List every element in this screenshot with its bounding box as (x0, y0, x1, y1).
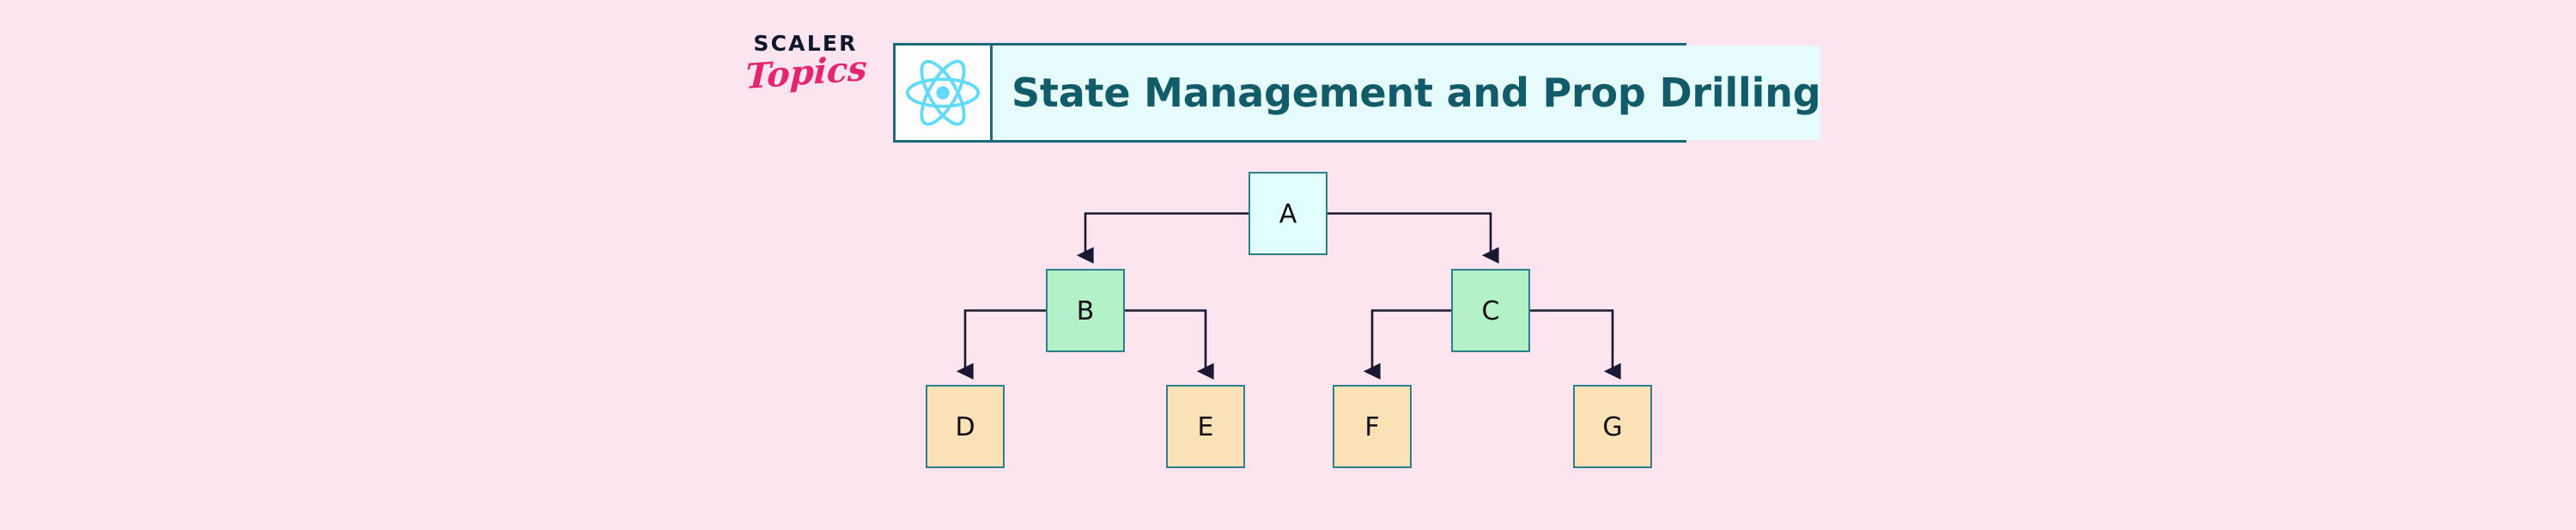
react-logo-icon (906, 59, 980, 126)
banner-logo-cell (896, 46, 993, 140)
tree-node-a[interactable]: A (1249, 172, 1327, 255)
tree-edge-a-b (1076, 212, 1249, 264)
tree-edge-c-f (1363, 309, 1451, 380)
tree-node-label: E (1197, 412, 1214, 442)
tree-edge-b-d (956, 309, 1046, 380)
title-banner: State Management and Prop Drilling (893, 43, 1821, 143)
tree-node-g[interactable]: G (1573, 385, 1652, 468)
tree-node-label: B (1076, 296, 1095, 326)
tree-node-label: D (955, 412, 975, 442)
tree-node-label: C (1481, 296, 1500, 326)
tree-node-c[interactable]: C (1451, 269, 1530, 352)
tree-node-f[interactable]: F (1333, 385, 1412, 468)
tree-node-b[interactable]: B (1046, 269, 1125, 352)
page-title: State Management and Prop Drilling (1012, 70, 1821, 116)
banner-title-cell: State Management and Prop Drilling (993, 46, 1821, 140)
tree-node-e[interactable]: E (1166, 385, 1245, 468)
tree-node-d[interactable]: D (926, 385, 1005, 468)
tree-node-label: F (1364, 412, 1380, 442)
scaler-topics-logo: SCALER Topics (744, 31, 867, 97)
tree-edge-b-e (1125, 309, 1214, 380)
tree-node-label: A (1279, 199, 1297, 229)
tree-node-label: G (1602, 412, 1623, 442)
tree-edge-a-c (1327, 212, 1499, 264)
tree-edge-c-g (1530, 309, 1621, 380)
brand-scaler-text: SCALER (753, 31, 858, 56)
